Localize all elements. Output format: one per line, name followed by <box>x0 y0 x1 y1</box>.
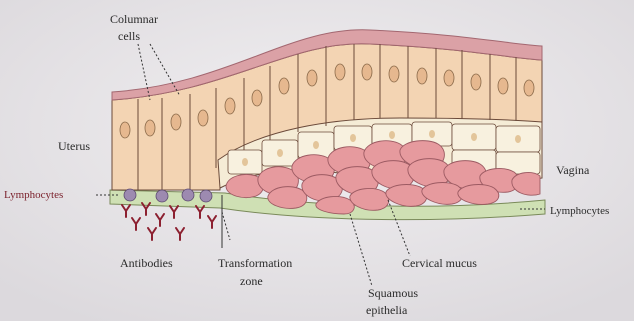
label-squamous-line2: epithelia <box>366 303 408 317</box>
label-lymphocytes-right: Lymphocytes <box>550 205 609 217</box>
label-cervical-mucus: Cervical mucus <box>402 256 477 270</box>
label-transformation-line2: zone <box>240 274 263 288</box>
label-vagina: Vagina <box>556 163 590 177</box>
label-antibodies: Antibodies <box>120 256 173 270</box>
label-columnar-line1: Columnar <box>110 12 158 26</box>
label-squamous-line1: Squamous <box>368 286 418 300</box>
label-uterus: Uterus <box>58 139 90 153</box>
label-transformation-line1: Transformation <box>218 256 292 270</box>
label-lymphocytes-left: Lymphocytes <box>4 189 63 201</box>
label-columnar-line2: cells <box>118 29 140 43</box>
